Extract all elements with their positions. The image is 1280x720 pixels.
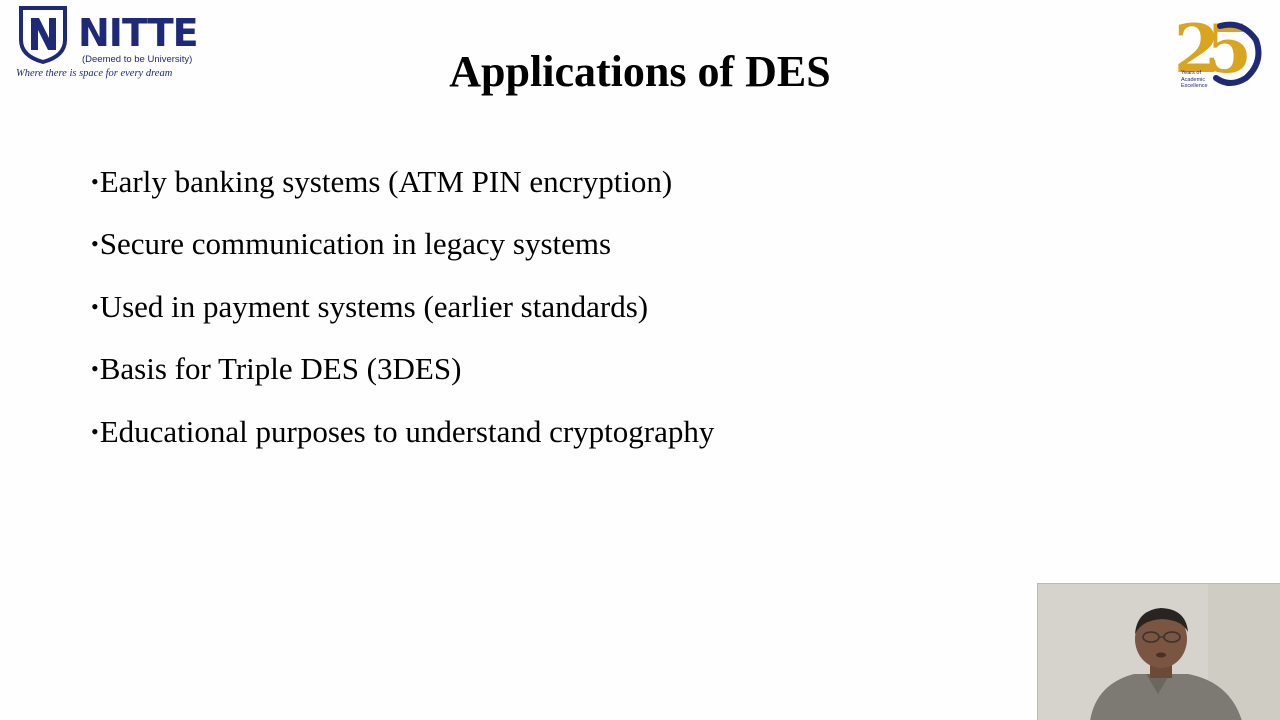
nitte-subtitle: (Deemed to be University) [82, 54, 193, 65]
slide-title: Applications of DES [449, 47, 831, 96]
bullet-item: •Used in payment systems (earlier standa… [91, 287, 714, 349]
bullet-glyph: • [91, 418, 99, 444]
bullet-item: •Educational purposes to understand cryp… [91, 412, 714, 474]
bullet-glyph: • [91, 356, 99, 382]
bullet-glyph: • [91, 169, 99, 194]
bullet-item: •Secure communication in legacy systems [91, 224, 714, 286]
presenter-webcam-video[interactable] [1037, 583, 1280, 720]
bullet-list: •Early banking systems (ATM PIN encrypti… [91, 162, 714, 474]
nitte-tagline: Where there is space for every dream [16, 68, 173, 79]
anniversary-caption-line1: Years of [1181, 70, 1201, 76]
anniversary-logo: 25 Years of Academic Excellence [1172, 6, 1262, 92]
bullet-text: Educational purposes to understand crypt… [99, 413, 715, 449]
anniversary-25-icon: 25 [1174, 10, 1262, 88]
bullet-glyph: • [91, 293, 99, 319]
bullet-text: Early banking systems (ATM PIN encryptio… [99, 164, 673, 199]
bullet-text: Used in payment systems (earlier standar… [99, 288, 649, 324]
presenter-silhouette [1038, 584, 1280, 720]
bullet-item: •Early banking systems (ATM PIN encrypti… [91, 162, 714, 224]
nitte-shield-icon [19, 6, 67, 64]
anniversary-caption: Years of Academic Excellence [1181, 70, 1221, 90]
nitte-logo: NITTE (Deemed to be University) Where th… [14, 6, 206, 82]
bullet-item: •Basis for Triple DES (3DES) [91, 349, 714, 411]
nitte-wordmark: NITTE [78, 11, 199, 55]
bullet-text: Secure communication in legacy systems [99, 226, 612, 262]
anniversary-caption-line3: Excellence [1181, 83, 1208, 89]
anniversary-caption-line2: Academic [1181, 76, 1206, 83]
bullet-text: Basis for Triple DES (3DES) [99, 351, 462, 387]
bullet-glyph: • [91, 231, 99, 257]
